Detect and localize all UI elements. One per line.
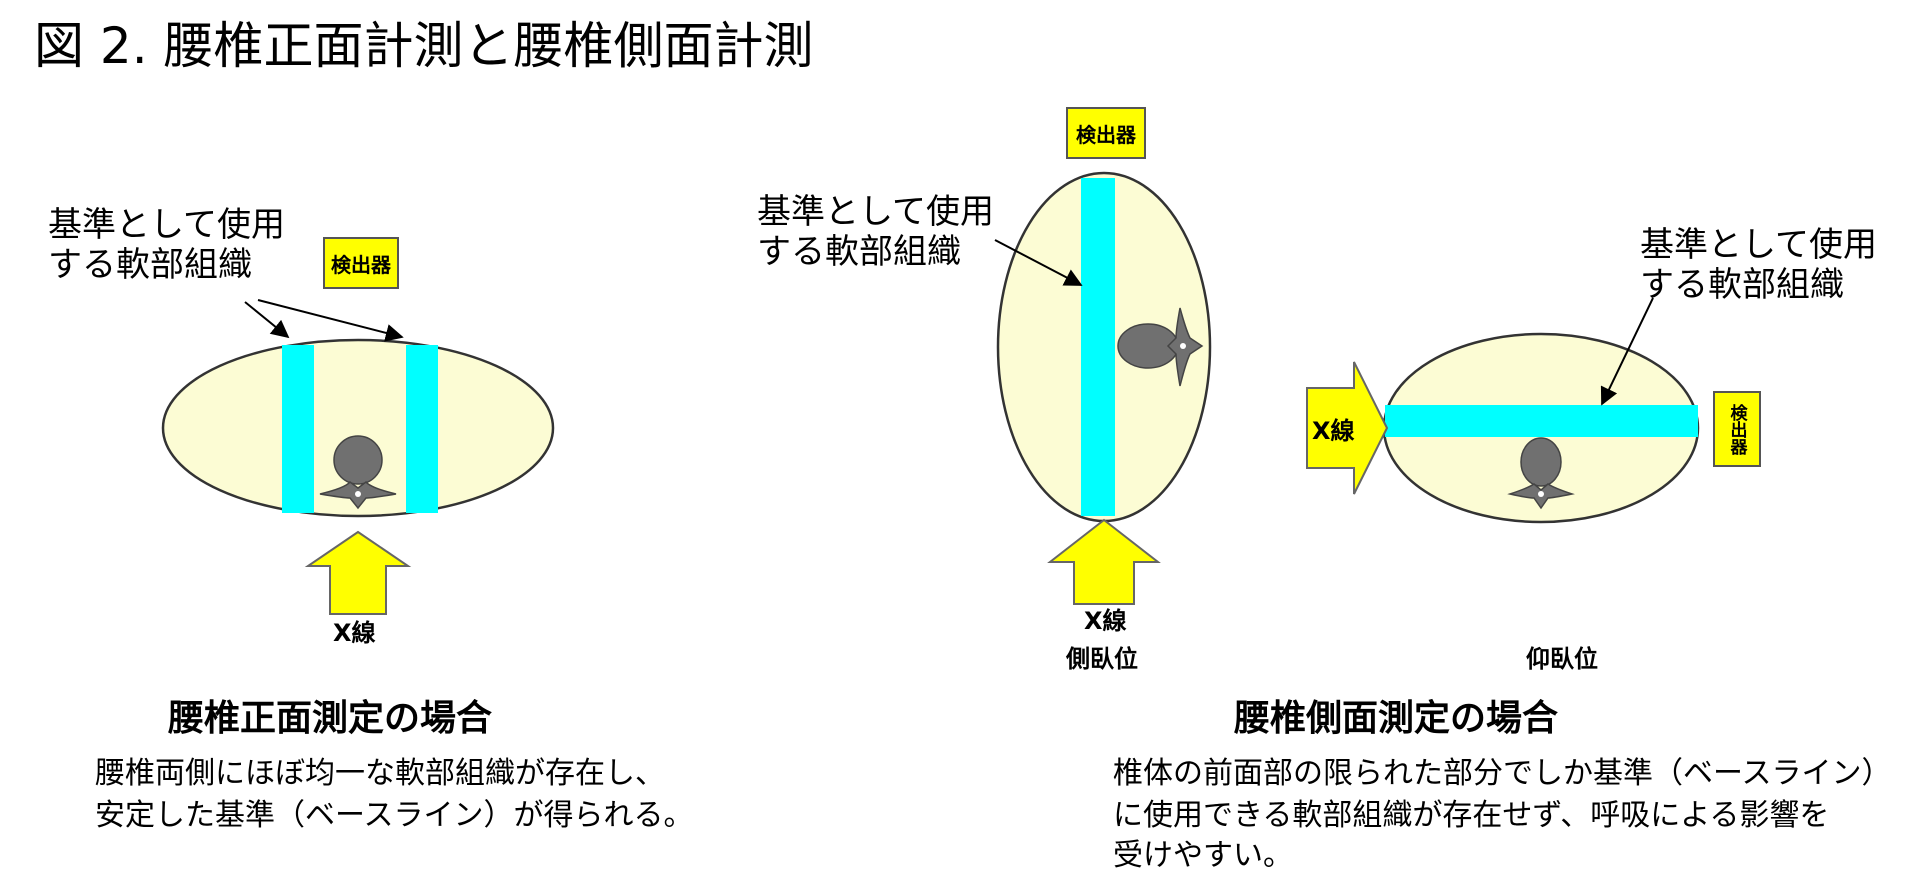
sup-soft-tissue-band <box>1385 405 1698 437</box>
figure-title: 図 2. 腰椎正面計測と腰椎側面計測 <box>34 17 814 75</box>
lat-soft-tissue-label-line1: 基準として使用 <box>757 192 994 232</box>
ap-vertebra-icon <box>319 435 397 510</box>
lateral-decubitus-diagram <box>994 171 1212 605</box>
ap-diagram <box>161 299 555 615</box>
ap-pointer-line-1 <box>244 301 290 339</box>
sup-detector-label: 検出器 <box>1726 403 1747 455</box>
lat-xray-label: X線 <box>1084 607 1127 635</box>
ap-xray-label: X線 <box>333 619 376 647</box>
lat-soft-tissue-band <box>1081 178 1115 516</box>
lat-xray-arrow <box>1047 518 1161 605</box>
ap-description-line1: 腰椎両側にほぼ均一な軟部組織が存在し、 <box>95 756 665 791</box>
ap-detector-box: 検出器 <box>323 237 399 289</box>
ap-soft-tissue-label-line2: する軟部組織 <box>48 245 252 285</box>
lat-vertebra-icon <box>1117 307 1204 387</box>
ap-detector-label: 検出器 <box>331 252 391 277</box>
supine-diagram <box>1306 297 1700 524</box>
sup-xray-arrow <box>1306 361 1389 495</box>
lat-pointer-line <box>994 239 1083 286</box>
sup-vertebra-icon <box>1507 437 1575 510</box>
lat-soft-tissue-label-line2: する軟部組織 <box>757 232 961 272</box>
ap-body-cross-section <box>161 338 555 518</box>
sup-detector-box: 検出器 <box>1713 391 1761 467</box>
lateral-description-line2: に使用できる軟部組織が存在せず、呼吸による影響を <box>1113 798 1830 833</box>
sup-soft-tissue-label-line2: する軟部組織 <box>1640 265 1844 305</box>
sup-position-label: 仰臥位 <box>1526 645 1598 673</box>
lateral-description-line1: 椎体の前面部の限られた部分でしか基準（ベースライン） <box>1113 756 1892 791</box>
ap-pointer-line-2 <box>257 299 404 342</box>
ap-heading: 腰椎正面測定の場合 <box>168 698 493 739</box>
lat-position-label: 側臥位 <box>1066 645 1138 673</box>
sup-pointer-line <box>1600 297 1654 406</box>
lateral-description-line3: 受けやすい。 <box>1113 838 1293 873</box>
ap-soft-tissue-label-line1: 基準として使用 <box>48 205 285 245</box>
sup-xray-label: X線 <box>1312 417 1355 445</box>
lat-detector-box: 検出器 <box>1066 107 1146 159</box>
ap-soft-tissue-left <box>282 345 314 513</box>
ap-soft-tissue-right <box>406 345 438 513</box>
lateral-heading: 腰椎側面測定の場合 <box>1234 698 1559 739</box>
lat-detector-label: 検出器 <box>1076 122 1136 147</box>
sup-soft-tissue-label-line1: 基準として使用 <box>1640 225 1877 265</box>
ap-description-line2: 安定した基準（ベースライン）が得られる。 <box>95 798 694 833</box>
ap-xray-arrow <box>304 530 412 615</box>
